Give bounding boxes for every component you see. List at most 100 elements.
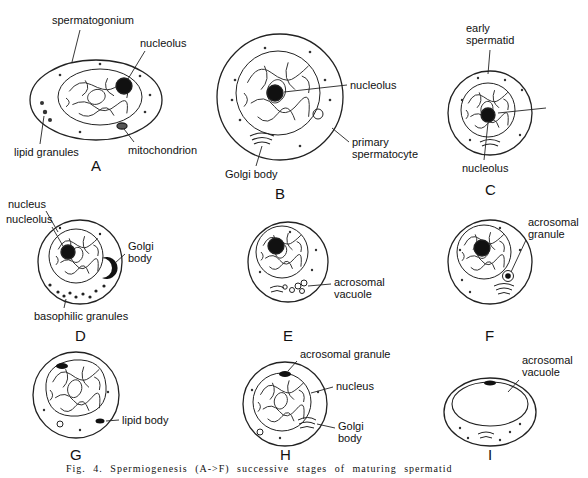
primary-spermatocyte-cell [329, 99, 332, 102]
spermatid-cell [290, 288, 295, 293]
part-label: nucleus [336, 380, 374, 392]
early-spermatid-cell [480, 140, 500, 147]
spermatid-cell [257, 429, 263, 435]
early-spermatid-cell [504, 79, 506, 81]
spermatid-cell [311, 269, 313, 271]
spermatid-cell [56, 290, 59, 293]
spermatid-cell [448, 220, 532, 304]
part-label: acrosomal granule [528, 216, 584, 240]
spermatid-cell [248, 222, 328, 302]
spermatid-cell [68, 291, 71, 294]
spermatid-cell [243, 362, 327, 446]
spermatid-cell [38, 220, 122, 304]
part-label: Golgi body [225, 168, 278, 180]
stage-letter: I [488, 447, 492, 462]
stage-letter: H [280, 447, 291, 462]
leader-line [115, 254, 125, 263]
early-spermatid-cell [521, 89, 523, 91]
spermatid-cell [102, 257, 118, 279]
spermatid-cell [279, 437, 281, 439]
leader-line [52, 227, 63, 246]
spermatid-cell [43, 391, 109, 431]
early-spermatid-cell [448, 71, 546, 155]
stage-letter: A [91, 158, 101, 173]
primary-spermatocyte-cell [264, 47, 267, 50]
spermatogonium-cell [116, 78, 132, 94]
primary-spermatocyte-cell [231, 99, 234, 102]
primary-spermatocyte-cell [244, 62, 309, 121]
stage-letter: B [275, 186, 285, 201]
part-label: acrosomal vacuole [334, 276, 392, 300]
primary-spermatocyte-cell [231, 47, 332, 148]
leader-line [40, 30, 526, 428]
spermatid-cell [509, 431, 511, 433]
spermatid-cell [505, 273, 511, 279]
spermatid-cell [503, 271, 514, 282]
spermatogonium-cell [40, 63, 151, 134]
primary-spermatocyte-cell [299, 145, 302, 148]
spermatid-cell [298, 418, 316, 429]
spermatogonium-cell [43, 110, 47, 114]
spermatid-cell [81, 292, 84, 295]
spermatid-cell [283, 280, 307, 294]
leader-line [508, 380, 519, 392]
stage-letter: G [70, 447, 82, 462]
primary-spermatocyte-cell [217, 34, 343, 160]
spermatid-cell [478, 432, 494, 438]
early-spermatid-cell [469, 139, 471, 141]
cell-illustration [30, 34, 546, 446]
early-spermatid-cell [466, 90, 508, 128]
spermatogonium-cell [40, 101, 44, 105]
part-label: nucleolus [140, 37, 186, 49]
part-label: lipid body [122, 414, 168, 426]
spermatid-cell [519, 423, 521, 425]
leader-line [72, 30, 80, 62]
spermatid-cell [38, 220, 122, 304]
spermatid-cell [102, 284, 105, 287]
spermatid-cell [459, 427, 461, 429]
leader-line [288, 361, 297, 371]
stage-letter: D [75, 328, 86, 343]
leader-line [124, 129, 134, 142]
spermatid-cell [258, 380, 304, 421]
spermatid-cell [270, 286, 284, 292]
part-label: early spermatid [466, 22, 520, 46]
spermatid-cell [248, 222, 328, 302]
spermatid-cell [251, 389, 319, 439]
early-spermatid-cell [461, 99, 463, 101]
spermatid-cell [46, 360, 106, 416]
spermatid-cell [48, 283, 51, 286]
leader-line [488, 50, 490, 74]
spermatid-cell [107, 391, 109, 393]
early-spermatid-cell [461, 77, 523, 141]
spermatid-cell [33, 352, 119, 438]
spermatogonium-cell [117, 123, 127, 129]
spermatid-cell [295, 283, 301, 289]
part-label: acrosomal vacuole [522, 354, 580, 378]
spermatid-cell [261, 233, 301, 269]
leader-line [317, 424, 335, 428]
part-label: nucleus [8, 198, 46, 210]
spermatid-cell [467, 437, 469, 439]
spermatid-cell [259, 271, 261, 273]
spermatid-cell [279, 371, 291, 377]
leader-line [332, 128, 349, 142]
primary-spermatocyte-cell [239, 119, 242, 122]
spermatid-cell [315, 249, 317, 251]
primary-spermatocyte-cell [309, 51, 312, 54]
spermatid-cell [462, 232, 504, 270]
spermatogonium-cell [144, 111, 147, 114]
spermatid-cell [444, 378, 536, 446]
spermatid-cell [484, 381, 496, 386]
spermatid-cell [256, 226, 308, 278]
spermatogonium-cell [139, 75, 142, 78]
spermatid-cell [243, 362, 327, 446]
part-label: primary spermatocyte [352, 136, 422, 160]
spermatogonium-cell [30, 60, 162, 140]
spermatid-cell [79, 429, 81, 431]
figure-caption: Fig. 4. Spermiogenesis (A->F) successive… [66, 463, 453, 475]
spermatid-cell [56, 363, 68, 369]
